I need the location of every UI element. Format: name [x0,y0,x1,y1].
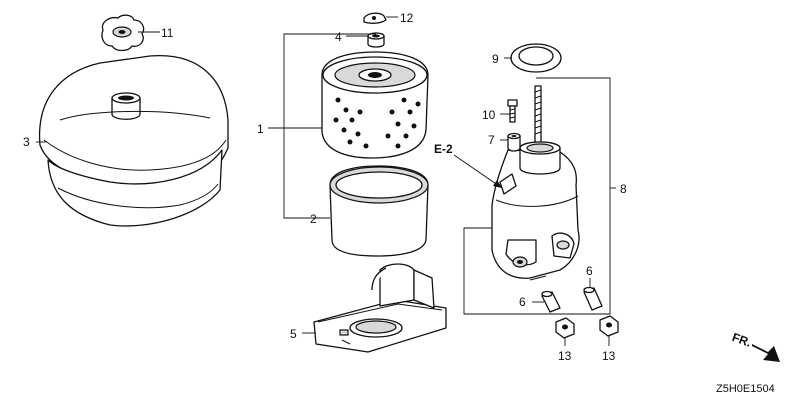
callout-11: 11 [161,26,174,40]
element-outer [321,51,429,159]
reference-e2: E-2 [434,142,453,156]
direction-label: FR. [730,330,753,350]
callout-4: 4 [335,30,342,44]
grommet [367,32,385,48]
diagram-code: Z5H0E1504 [716,383,775,395]
callout-5: 5 [290,327,297,341]
callout-6-right: 6 [586,264,593,278]
callout-3: 3 [23,135,30,149]
callout-2: 2 [310,212,317,226]
elbow-assembly [491,141,580,281]
callout-13-right: 13 [602,349,616,363]
callout-1: 1 [257,122,264,136]
element-inner-foam [329,165,429,257]
stud-bolt-right [583,286,603,311]
callout-9: 9 [492,52,499,66]
bolt [507,99,518,123]
flange-nut-left [555,317,575,339]
wing-nut [101,14,145,52]
air-cleaner-case [313,263,447,353]
callout-8: 8 [620,182,627,196]
stud-bolt-left [541,290,561,313]
callout-12: 12 [400,11,414,25]
clip [363,12,387,24]
gasket [510,43,562,73]
collar [507,132,521,152]
callout-10: 10 [482,108,496,122]
flange-nut-right [599,315,619,337]
callout-6-left: 6 [519,295,526,309]
leader-lines [36,16,616,346]
callout-13-left: 13 [558,349,572,363]
callout-7: 7 [488,133,495,147]
front-direction-arrow-icon [752,344,780,362]
air-cleaner-cover [38,55,229,227]
